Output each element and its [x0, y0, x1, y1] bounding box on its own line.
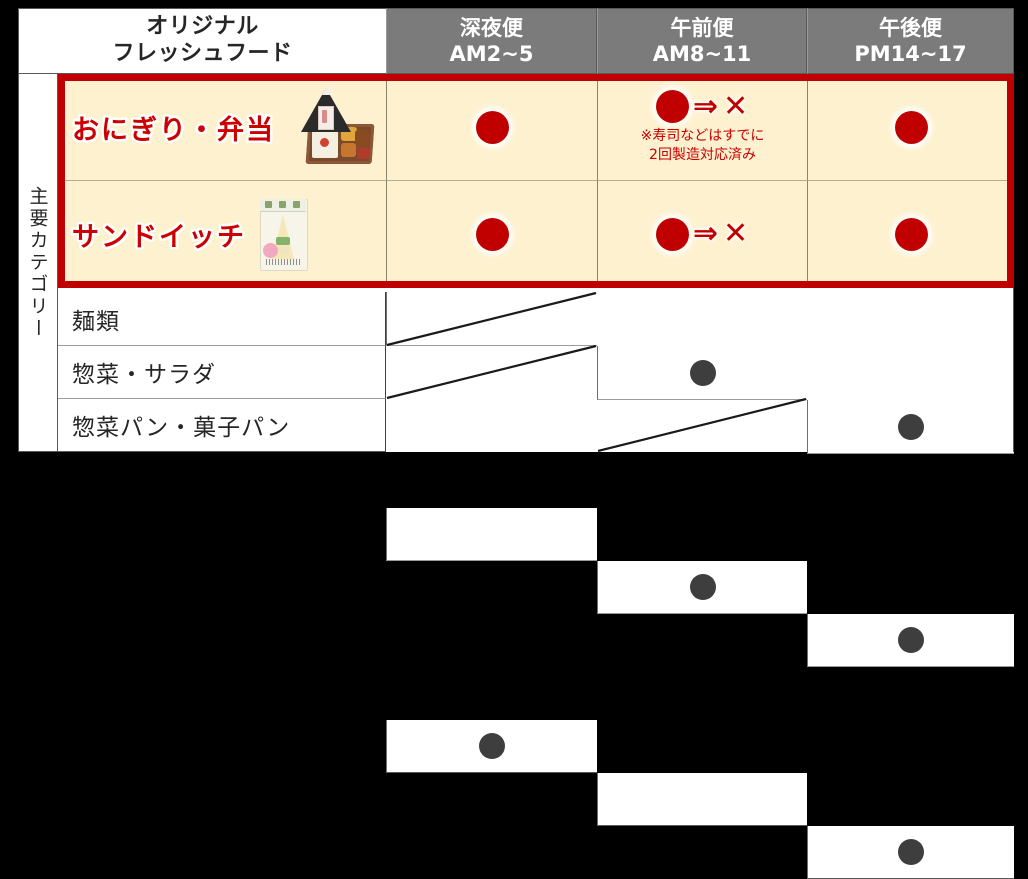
red-dot-icon [894, 217, 928, 251]
category-axis-column: 主要カテゴリー [18, 74, 58, 452]
table-row-label-sandwich: サンドイッチ [58, 181, 386, 288]
row-2-label: 麺類 [72, 308, 120, 335]
header-col-2-name: 午後便 [879, 15, 942, 40]
delivery-schedule-table: オリジナル フレッシュフード 深夜便 AM2~5 午前便 AM8~11 午後便 … [18, 8, 1014, 879]
cross-mark-icon: ✕ [723, 88, 750, 124]
dark-dot-icon [898, 413, 924, 440]
diagonal-slash-r3-c0 [386, 344, 597, 400]
red-dot-icon [655, 217, 689, 251]
header-column-afternoon: 午後便 PM14~17 [807, 8, 1014, 74]
dark-dot-icon [898, 627, 924, 653]
header-origin-line2: フレッシュフード [112, 41, 293, 66]
cell-r3-c1 [597, 561, 807, 614]
cell-note-line1: ※寿司などはすでに [640, 128, 765, 145]
row-4-label: 惣菜パン・菓子パン [72, 415, 291, 441]
schedule-table-sheet: オリジナル フレッシュフード 深夜便 AM2~5 午前便 AM8~11 午後便 … [18, 8, 1014, 879]
cell-r1-c1: ⇒ ✕ [597, 181, 807, 288]
table-row-label-onigiri-bento: おにぎり・弁当 [58, 74, 386, 181]
red-dot-icon [894, 110, 928, 144]
header-original-fresh-food: オリジナル フレッシュフード [18, 8, 386, 74]
dark-dot-icon [898, 839, 924, 865]
dark-dot-icon [479, 733, 505, 759]
cell-r0-c2 [807, 74, 1014, 181]
row-0-label: おにぎり・弁当 [72, 114, 275, 146]
cell-r4-c2 [807, 826, 1014, 879]
header-col-0-time: AM2~5 [449, 42, 534, 66]
arrow-right-icon: ⇒ [692, 216, 719, 251]
cross-mark-icon: ✕ [723, 216, 750, 251]
header-column-late-night: 深夜便 AM2~5 [386, 8, 597, 74]
cell-r1-c2 [807, 181, 1014, 288]
cell-r2-c0 [386, 292, 597, 346]
category-axis-label: 主要カテゴリー [26, 185, 49, 340]
table-row-label-deli-salad: 惣菜・サラダ [58, 346, 386, 399]
red-dot-icon [475, 217, 509, 251]
bento-onigiri-image [281, 86, 377, 168]
cell-r0-c0 [386, 74, 597, 181]
cell-r4-c1 [597, 773, 807, 826]
red-dot-icon [655, 90, 689, 124]
header-column-morning: 午前便 AM8~11 [597, 8, 807, 74]
table-right-border [1013, 8, 1014, 452]
cell-r3-c2 [807, 614, 1014, 667]
dark-dot-icon [689, 359, 716, 386]
dark-dot-icon [689, 574, 716, 600]
row-1-label: サンドイッチ [72, 221, 246, 253]
header-col-1-time: AM8~11 [652, 42, 752, 66]
header-col-0-name: 深夜便 [459, 15, 523, 40]
cell-r0-c1: ⇒ ✕ ※寿司などはすでに 2回製造対応済み [597, 74, 807, 181]
sandwich-pack-image [252, 195, 314, 273]
table-row-label-noodles: 麺類 [58, 292, 386, 346]
table-row-label-savory-sweet-bread: 惣菜パン・菓子パン [58, 399, 386, 452]
red-dot-icon [475, 110, 509, 144]
row-3-label: 惣菜・サラダ [72, 362, 216, 388]
cell-r3-c0 [386, 508, 597, 561]
header-origin-line1: オリジナル [146, 14, 259, 40]
cell-r2-c2 [807, 400, 1014, 454]
header-col-1-name: 午前便 [670, 15, 734, 40]
cell-note-line2: 2回製造対応済み [649, 146, 756, 163]
cell-r2-c1 [597, 346, 807, 400]
cell-r1-c0 [386, 181, 597, 288]
header-col-2-time: PM14~17 [854, 42, 967, 66]
arrow-right-icon: ⇒ [692, 88, 719, 124]
cell-r4-c0 [386, 720, 597, 773]
diagonal-slash-r4-c1 [597, 397, 807, 452]
